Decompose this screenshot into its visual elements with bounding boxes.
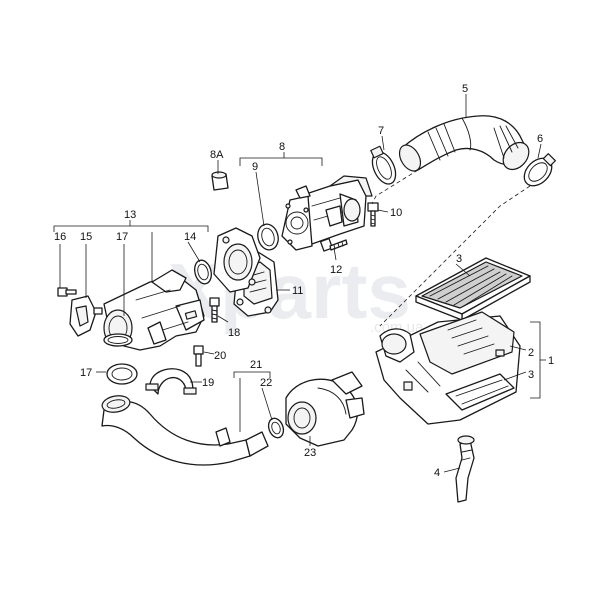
screw-16	[57, 287, 77, 297]
bolt-12	[319, 237, 348, 252]
bracket-13	[53, 225, 209, 232]
callout-7: 7	[378, 125, 384, 137]
callout-2: 2	[528, 347, 534, 359]
intake-hose-5	[398, 115, 530, 172]
callout-22: 22	[260, 377, 272, 389]
housing-23	[285, 371, 365, 447]
screw-18	[209, 297, 220, 323]
callout-17-top: 17	[116, 231, 128, 243]
route-line-b	[379, 185, 531, 327]
callout-6: 6	[537, 133, 543, 145]
callout-16: 16	[54, 231, 66, 243]
callout-17-lower: 17	[80, 367, 92, 379]
bushing-8a	[211, 171, 229, 191]
throttle-body-8	[281, 175, 373, 251]
callout-13: 13	[124, 209, 136, 221]
callout-4: 4	[434, 467, 440, 479]
callout-8a: 8A	[210, 149, 224, 161]
clamp-19	[145, 368, 197, 395]
route-line-a	[371, 169, 419, 205]
throttle-flange-14	[213, 227, 261, 293]
screw-20	[193, 345, 204, 367]
drain-hose-4	[455, 435, 475, 503]
callout-5: 5	[462, 83, 468, 95]
seal-22	[267, 417, 285, 439]
callout-23: 23	[304, 447, 316, 459]
callout-14: 14	[184, 231, 196, 243]
callout-21: 21	[250, 359, 262, 371]
bracket-21	[233, 371, 271, 378]
sensor-15	[69, 295, 103, 337]
callout-1: 1	[548, 355, 554, 367]
air-filter-housing-1	[375, 311, 521, 425]
callout-8: 8	[279, 141, 285, 153]
callout-11: 11	[292, 285, 303, 297]
o-ring-17b	[106, 363, 138, 385]
bracket-8	[239, 157, 323, 166]
watermark-domain: .com.ua	[370, 319, 424, 336]
gasket-9	[257, 223, 279, 251]
callout-3-side: 3	[528, 369, 534, 381]
callout-3-top: 3	[456, 253, 462, 265]
filter-element-3	[415, 257, 531, 321]
callout-9: 9	[252, 161, 258, 173]
callout-19: 19	[202, 377, 214, 389]
seal-ring	[194, 259, 212, 285]
callout-18: 18	[228, 327, 240, 339]
callout-20: 20	[214, 350, 226, 362]
screw-10	[367, 202, 379, 227]
o-ring-17a	[103, 333, 133, 347]
intake-manifold-13	[103, 269, 205, 351]
callout-10: 10	[390, 207, 402, 219]
intake-tube-21	[101, 395, 269, 466]
callout-15: 15	[80, 231, 92, 243]
watermark-logo: Xparts	[168, 247, 411, 335]
hose-clamp-6	[523, 153, 556, 187]
callout-12: 12	[330, 264, 342, 276]
bracket-1	[530, 321, 541, 399]
hose-clamp-7	[370, 145, 397, 185]
